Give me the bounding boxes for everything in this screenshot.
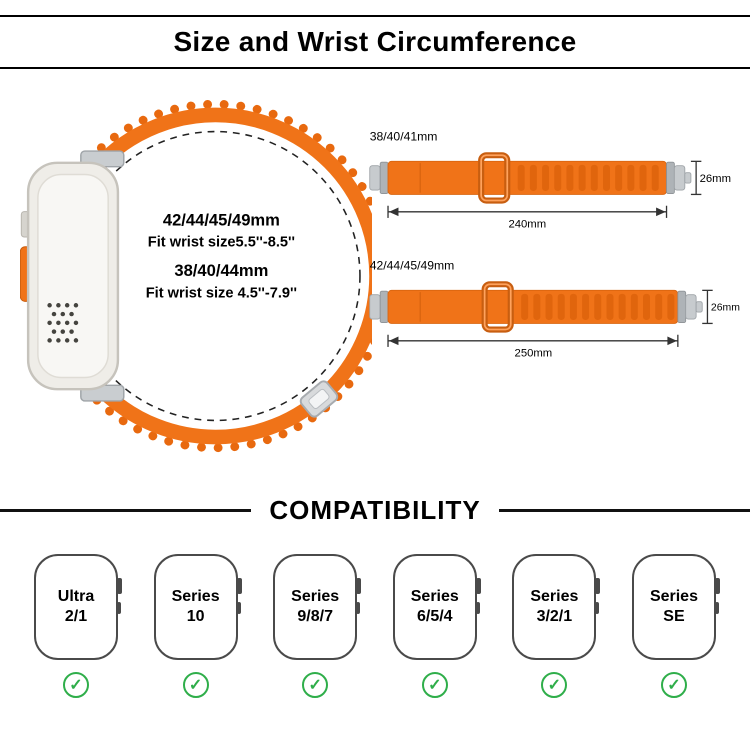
size-line-4: Fit wrist size 4.5''-7.9'': [146, 285, 297, 301]
compatibility-header: COMPATIBILITY: [0, 495, 750, 526]
band1-right-adapter: [666, 161, 692, 194]
watch-outline-icon: Series 3/2/1: [512, 554, 601, 660]
watch-outline-icon: Series 10: [153, 554, 242, 660]
model-name: Series: [530, 588, 579, 605]
checkmark-icon: ✓: [302, 672, 329, 698]
model-ultra: Ultra 2/1 ✓: [24, 554, 128, 698]
compat-right-line: [498, 509, 750, 512]
page-title: Size and Wrist Circumference: [173, 26, 577, 57]
band1-left-adapter: [369, 161, 389, 194]
band2-width-label: 26mm: [711, 302, 740, 313]
model-version: 10: [186, 608, 205, 625]
model-label: Series 10: [172, 587, 220, 627]
speaker-grille: [47, 303, 79, 343]
size-line-2: Fit wrist size5.5''-8.5'': [148, 235, 295, 251]
band2-arrowhead-left: [388, 336, 399, 346]
model-name: Series: [291, 588, 340, 605]
dashed-guide-circle: [70, 130, 361, 422]
band2-right-adapter: [677, 290, 703, 323]
band2-length-label: 250mm: [515, 348, 553, 360]
band1-width-bracket: [690, 160, 702, 196]
checkmark-icon: ✓: [63, 672, 89, 698]
model-name: Series: [410, 588, 459, 605]
band2-length-arrow: [387, 334, 679, 347]
model-label: Series 6/5/4: [411, 587, 459, 627]
watch-screen: [37, 173, 109, 379]
watch-side-button-icon: [714, 602, 719, 614]
checkmark-icon: ✓: [660, 672, 687, 698]
title-bottom-divider: [0, 67, 750, 69]
checkmark-icon: ✓: [182, 672, 209, 698]
band-diagram-large: 42/44/45/49mm: [369, 258, 740, 360]
watch-side-button-icon: [117, 602, 121, 614]
watch-crown-icon: [236, 578, 242, 594]
band1-loop-ridges: [517, 164, 659, 191]
band2-buckle: [481, 281, 514, 333]
watch-outline-icon: Series SE: [631, 554, 720, 660]
model-name: Series: [649, 588, 698, 605]
model-version: 2/1: [64, 608, 88, 625]
model-series-654: Series 6/5/4 ✓: [383, 554, 487, 698]
band1-length-label: 240mm: [508, 219, 546, 231]
watch-side-button-icon: [595, 602, 600, 614]
band1-width-label: 26mm: [700, 173, 731, 185]
model-label: Ultra 2/1: [58, 587, 94, 627]
compatibility-title: COMPATIBILITY: [269, 495, 481, 525]
band2-loop-ridges: [521, 293, 675, 320]
band-buckle: [299, 380, 339, 418]
compat-left-line: [0, 509, 252, 512]
band2-width-bracket: [702, 289, 713, 325]
band1-arrowhead-right: [656, 207, 666, 217]
model-series-321: Series 3/2/1 ✓: [502, 554, 606, 698]
watch-outline-icon: Ultra 2/1: [34, 554, 122, 660]
watch-crown-icon: [595, 578, 601, 594]
model-series-987: Series 9/8/7 ✓: [263, 554, 367, 698]
model-label: Series 9/8/7: [291, 587, 339, 627]
watch-outline-icon: Series 6/5/4: [392, 554, 481, 660]
checkmark-icon: ✓: [421, 672, 448, 698]
model-series-se: Series SE ✓: [622, 554, 726, 698]
watch-crown-icon: [356, 578, 362, 594]
band1-size-label: 38/40/41mm: [370, 129, 438, 143]
size-line-1: 42/44/45/49mm: [163, 210, 280, 229]
watch-side-button-icon: [475, 602, 480, 614]
model-version: SE: [663, 608, 685, 625]
model-series-10: Series 10 ✓: [144, 554, 248, 698]
watch-loop-illustration: 42/44/45/49mm Fit wrist size5.5''-8.5'' …: [20, 99, 372, 453]
size-line-3: 38/40/44mm: [174, 261, 268, 280]
band-diagram-small: 38/40/41mm: [369, 129, 731, 231]
top-divider: [0, 15, 750, 17]
checkmark-icon: ✓: [541, 672, 568, 698]
header: Size and Wrist Circumference: [0, 0, 750, 69]
model-version: 9/8/7: [297, 608, 333, 625]
model-version: 6/5/4: [416, 608, 453, 625]
model-name: Series: [171, 588, 220, 605]
size-diagram-section: 42/44/45/49mm Fit wrist size5.5''-8.5'' …: [0, 69, 750, 483]
watch-crown-icon: [714, 578, 720, 594]
band-measurements: 38/40/41mm: [368, 129, 746, 361]
band1-arrowhead-left: [388, 207, 399, 217]
band-scallop-edge: [39, 99, 372, 453]
compatible-models-row: Ultra 2/1 ✓ Series 10 ✓ Se: [0, 554, 750, 698]
model-name: Ultra: [57, 588, 95, 605]
band2-arrowhead-right: [667, 336, 677, 346]
watch-crown-icon: [117, 578, 122, 594]
model-label: Series 3/2/1: [530, 587, 578, 627]
band1-buckle: [478, 152, 511, 204]
watch-side-button-icon: [356, 602, 361, 614]
band1-length-arrow: [387, 205, 668, 218]
model-version: 3/2/1: [536, 608, 573, 625]
watch-outline-icon: Series 9/8/7: [273, 554, 362, 660]
watch-side-button-icon: [236, 602, 241, 614]
band1-body: [387, 160, 667, 195]
band2-left-adapter: [369, 290, 389, 323]
watch-crown-icon: [475, 578, 481, 594]
model-label: Series SE: [650, 587, 698, 627]
band2-size-label: 42/44/45/49mm: [370, 258, 455, 272]
